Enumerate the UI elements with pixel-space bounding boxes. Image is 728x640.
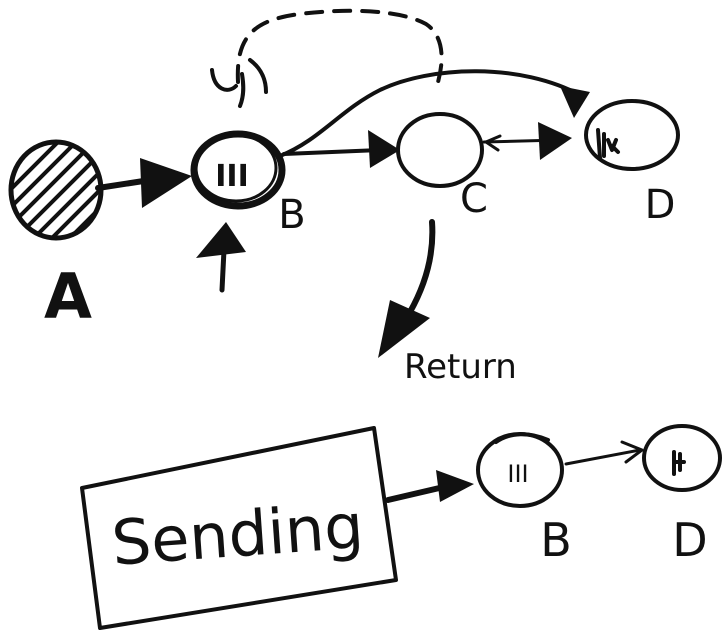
bottom-node-b-label: B (540, 513, 572, 567)
node-a-circle (8, 139, 104, 241)
arrow-b-to-d-curved (278, 69, 590, 158)
arrow-a-to-b (95, 158, 192, 208)
node-a (8, 139, 104, 241)
arrow-b-to-c (282, 130, 400, 168)
bottom-node-d-scribble (672, 450, 686, 476)
arrow-into-b-from-below (196, 222, 246, 293)
node-d-label: D (645, 182, 676, 228)
dashed-path-b-to-c (235, 8, 444, 84)
arrow-bottom-b-to-d (564, 440, 644, 466)
node-d (584, 99, 680, 171)
bottom-node-d (642, 424, 722, 492)
sending-label: Sending (109, 489, 366, 579)
node-b-label: B (278, 192, 305, 238)
node-c-label: C (460, 176, 488, 222)
node-b: III (190, 130, 286, 210)
sending-box: Sending (80, 426, 398, 630)
bottom-node-b-marks: III (507, 460, 528, 488)
arrow-c-to-d (482, 122, 572, 160)
arrow-c-to-return (378, 219, 436, 358)
self-loop-scribble (210, 58, 268, 108)
node-b-marks: III (215, 159, 249, 194)
node-a-label: A (44, 260, 92, 333)
node-d-scribble (596, 128, 620, 160)
arrow-sending-to-b (385, 470, 474, 503)
bottom-node-b: III (476, 432, 564, 508)
bottom-node-d-label: D (672, 513, 707, 567)
return-label: Return (404, 347, 517, 387)
node-c (396, 112, 484, 188)
